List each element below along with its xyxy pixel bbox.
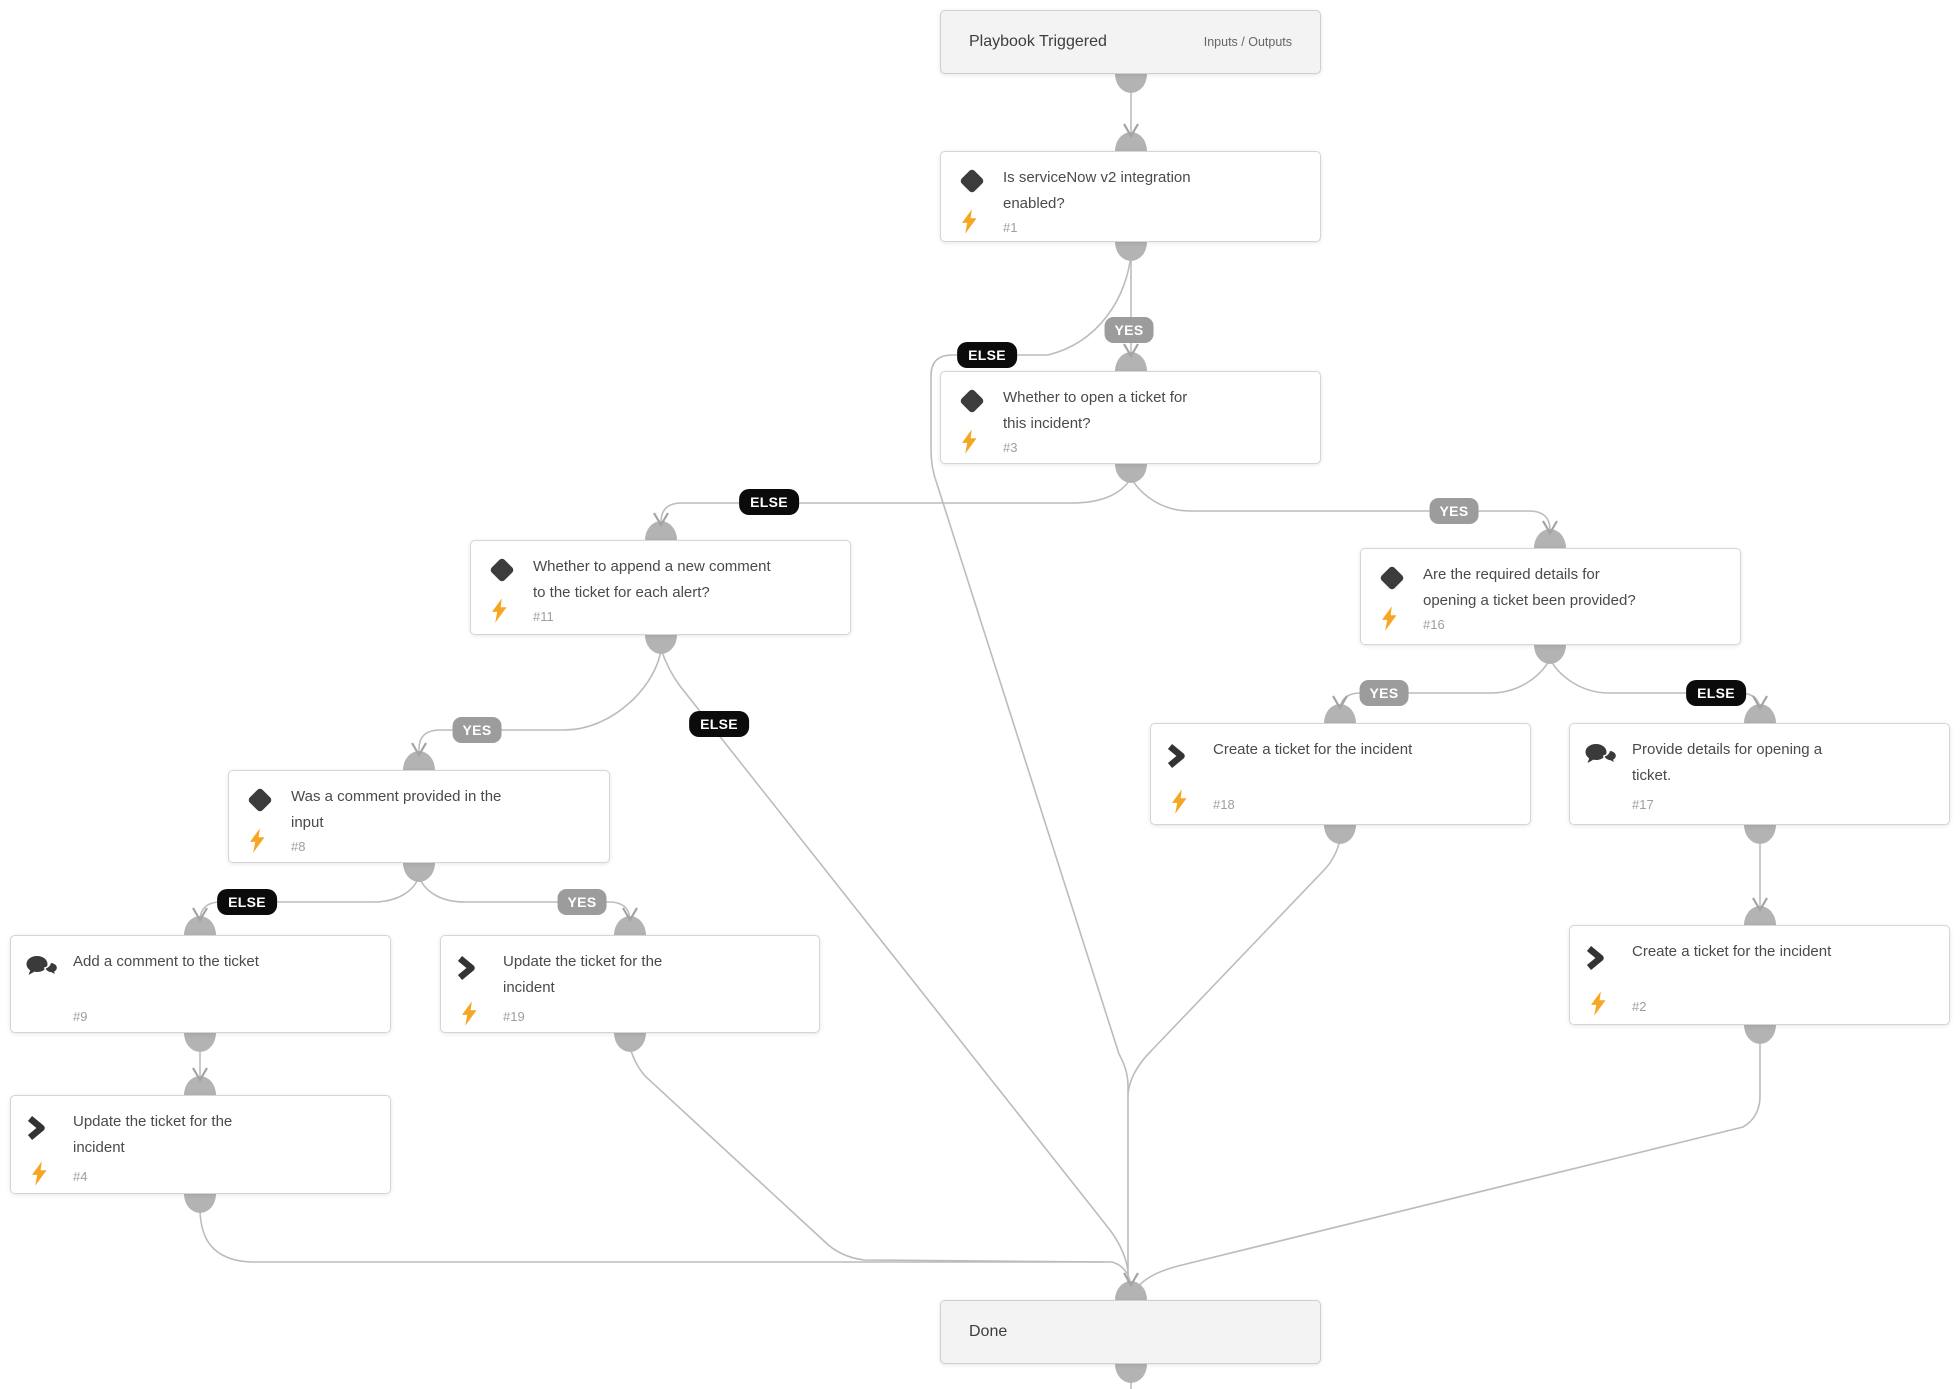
node-done[interactable]: Done [940,1300,1321,1364]
condition-diamond-icon [1377,563,1407,593]
automation-bolt-icon [32,1161,47,1186]
node-title: Create a ticket for the incident [1632,943,1832,960]
edge-arrowheads [192,123,1768,1288]
node-number: #19 [503,1009,525,1024]
node-action-18-create-ticket[interactable]: Create a ticket for the incident #18 [1150,723,1531,825]
node-number: #3 [1003,440,1018,455]
chat-bubbles-icon [1585,743,1617,769]
chevron-icon [457,956,477,980]
chat-bubbles-icon [26,955,58,981]
node-playbook-triggered[interactable]: Playbook Triggered Inputs / Outputs [940,10,1321,74]
node-number: #4 [73,1169,88,1184]
node-number: #18 [1213,797,1235,812]
edge-n3-else-to-n11 [660,477,1132,533]
edge-n11-yes-to-n8 [418,648,662,763]
condition-diamond-icon [487,555,517,585]
branch-label-yes-n8-n19: YES [557,889,607,915]
branch-label-else-n11-done: ELSE [689,711,749,737]
automation-bolt-icon [1172,789,1187,814]
branch-label-yes-n16-n18: YES [1359,680,1409,706]
automation-bolt-icon [250,828,265,853]
node-cond-1-servicenow-enabled[interactable]: Is serviceNow v2 integration enabled? #1 [940,151,1321,242]
condition-diamond-icon [957,166,987,196]
chevron-icon [1586,946,1606,970]
edge-n18-to-done [1127,838,1341,1095]
node-cond-3-open-ticket[interactable]: Whether to open a ticket for this incide… [940,371,1321,464]
automation-bolt-icon [1591,991,1606,1016]
branch-label-else-n3-n11: ELSE [739,489,799,515]
chevron-icon [1167,744,1187,768]
node-number: #1 [1003,220,1018,235]
node-title: Update the ticket for the incident [73,1113,233,1156]
edge-n2-to-done [1137,1039,1761,1288]
node-action-17-provide-details[interactable]: Provide details for opening a ticket. #1… [1569,723,1950,825]
node-title: Is serviceNow v2 integration enabled? [1003,169,1191,212]
node-number: #16 [1423,617,1445,632]
node-connectors [184,74,1776,1383]
node-title: Was a comment provided in the input [291,788,502,831]
node-title: Add a comment to the ticket [73,953,259,970]
branch-label-else-n16-n17: ELSE [1686,680,1746,706]
automation-bolt-icon [1382,606,1397,631]
node-title: Whether to append a new comment to the t… [533,558,771,601]
edge-n4-to-done [199,1207,1131,1282]
branch-label-yes-n11-n8: YES [452,717,502,743]
node-action-4-update-ticket[interactable]: Update the ticket for the incident #4 [10,1095,391,1194]
automation-bolt-icon [962,209,977,234]
node-cond-11-append-comment[interactable]: Whether to append a new comment to the t… [470,540,851,635]
automation-bolt-icon [462,1001,477,1026]
automation-bolt-icon [962,429,977,454]
edge-n16-yes-to-n18 [1339,658,1551,716]
node-action-19-update-ticket[interactable]: Update the ticket for the incident #19 [440,935,820,1033]
node-action-9-add-comment[interactable]: Add a comment to the ticket #9 [10,935,391,1033]
condition-diamond-icon [245,785,275,815]
done-title: Done [969,1323,1008,1340]
edge-n11-else-to-done [660,648,1129,1288]
branch-label-yes-n1-n3: YES [1104,317,1154,343]
branch-label-yes-n3-n16: YES [1429,498,1479,524]
node-title: Provide details for opening a ticket. [1632,741,1823,784]
trigger-title: Playbook Triggered [969,33,1107,50]
node-title: Are the required details for opening a t… [1423,566,1636,609]
automation-bolt-icon [492,598,507,623]
edge-n8-yes-to-n19 [418,876,631,928]
condition-diamond-icon [957,386,987,416]
node-title: Create a ticket for the incident [1213,741,1413,758]
node-number: #8 [291,839,306,854]
node-cond-16-required-details[interactable]: Are the required details for opening a t… [1360,548,1741,645]
edge-n19-to-done [629,1046,1106,1263]
edge-n3-yes-to-n16 [1130,477,1551,541]
node-action-2-create-ticket[interactable]: Create a ticket for the incident #2 [1569,925,1950,1025]
node-title: Whether to open a ticket for this incide… [1003,389,1188,432]
node-title: Update the ticket for the incident [503,953,663,996]
branch-label-else-n8-n9: ELSE [217,889,277,915]
node-number: #9 [73,1009,88,1024]
node-number: #2 [1632,999,1647,1014]
inputs-outputs-link[interactable]: Inputs / Outputs [1203,35,1292,49]
node-number: #17 [1632,797,1654,812]
edge-n16-else-to-n17 [1549,658,1761,716]
branch-label-else-n1-done: ELSE [957,342,1017,368]
chevron-icon [27,1116,47,1140]
node-cond-8-comment-provided[interactable]: Was a comment provided in the input #8 [228,770,610,863]
edge-n1-else-to-done [930,253,1132,1288]
node-number: #11 [533,609,554,624]
